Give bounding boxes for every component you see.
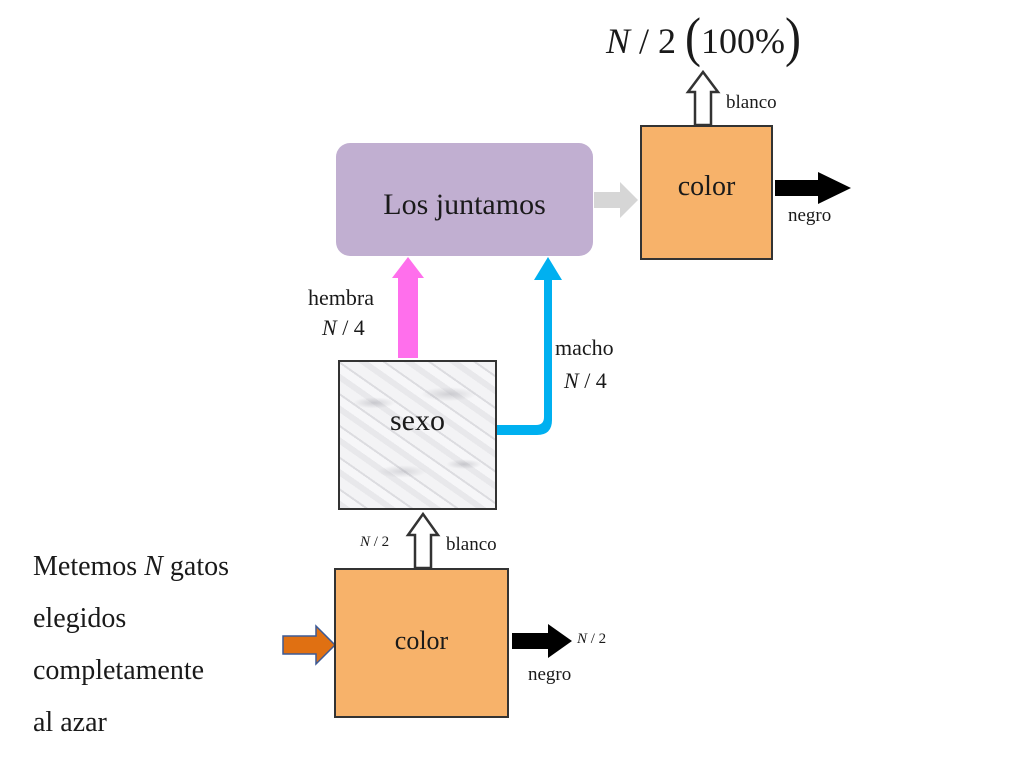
color-box-top-label: color	[677, 171, 736, 202]
label-macho: macho	[555, 335, 614, 360]
hollow-up-arrow-bottom	[405, 511, 441, 570]
label-hembra: hembra	[308, 285, 374, 310]
sex-box: sexo	[338, 360, 497, 510]
black-right-arrow-top	[775, 172, 851, 204]
label-blanco-top: blanco	[726, 92, 777, 113]
intro-line-1: Metemos N gatos	[33, 551, 230, 582]
female-fraction: N / 4	[322, 315, 365, 340]
result-formula: N / 2 (100%)	[606, 7, 801, 68]
bottom-right-fraction: N / 2	[577, 631, 607, 647]
orange-input-arrow	[282, 624, 337, 666]
sex-box-label: sexo	[390, 404, 445, 437]
intro-line-3: completamente	[33, 655, 205, 686]
intro-line-4: al azar	[33, 707, 107, 738]
male-arrow	[497, 257, 562, 435]
male-fraction: N / 4	[564, 368, 607, 393]
female-arrow	[392, 257, 424, 358]
intro-text: Metemos N gatos elegidos completamente a…	[33, 541, 229, 749]
label-blanco-bottom: blanco	[446, 534, 497, 555]
join-box: Los juntamos	[336, 143, 593, 256]
lower-fraction: N / 2	[360, 534, 390, 550]
join-box-label: Los juntamos	[383, 187, 546, 221]
color-box-bottom-label: color	[394, 626, 449, 655]
label-negro-top: negro	[788, 205, 832, 226]
color-box-bottom: color	[334, 568, 509, 718]
color-box-top: color	[640, 125, 773, 260]
label-negro-bottom: negro	[528, 664, 572, 685]
hollow-up-arrow-top	[685, 69, 721, 127]
grey-right-arrow	[594, 182, 638, 218]
black-right-arrow-bottom	[512, 624, 572, 658]
intro-line-2: elegidos	[33, 603, 127, 634]
